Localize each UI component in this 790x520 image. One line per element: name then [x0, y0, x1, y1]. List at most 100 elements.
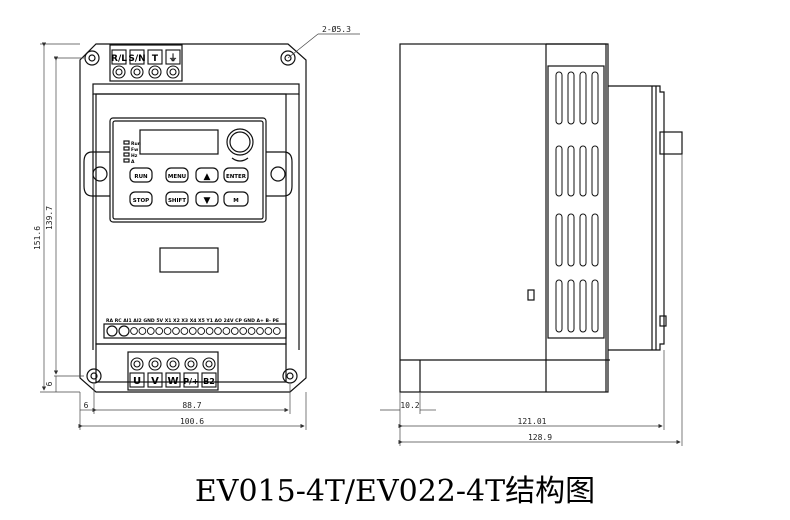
top-terminal-screw: [130, 65, 144, 79]
control-terminal-pin: [247, 327, 256, 335]
control-terminal-strip: [103, 323, 287, 339]
bottom-terminal-label: W: [167, 376, 178, 387]
keypad-ear-left: [83, 151, 110, 197]
top-terminal-label: ⏚: [168, 53, 177, 64]
control-terminal-pin: [197, 327, 206, 335]
mount-hole-bottom-right: [282, 368, 298, 384]
led-display: [139, 129, 219, 155]
up-key-label: ▲: [204, 172, 211, 182]
control-terminal-pin: [138, 327, 147, 335]
vent-slot: [579, 213, 587, 267]
front-view: [79, 43, 307, 393]
mount-hole-top-left: [84, 50, 100, 66]
m-key-label: M: [233, 198, 238, 204]
up-key: [195, 167, 219, 183]
dim-side-depth-b: 128.9: [528, 433, 552, 442]
vent-slot: [591, 71, 599, 125]
control-terminal-labels: RA RC AI1 AI2 GND 5V X1 X2 X3 X4 X5 Y1 A…: [106, 318, 279, 324]
vent-slot: [579, 71, 587, 125]
shift-key: [165, 191, 189, 207]
side-body-outline: [399, 43, 609, 393]
bottom-terminal-label: B2: [203, 377, 215, 386]
fan-boss: [659, 131, 683, 155]
menu-key-label: MENU: [168, 174, 186, 180]
vent-slot: [555, 71, 563, 125]
control-terminal-pin: [163, 327, 172, 335]
led-label: Fw: [131, 147, 138, 153]
top-terminal-screw: [166, 65, 180, 79]
bottom-terminal-screw: [202, 357, 216, 371]
lower-cover: [95, 343, 287, 383]
bottom-terminal-screw: [130, 357, 144, 371]
dim-front-bottom-offset: 6: [45, 381, 54, 386]
down-key-label: ▼: [204, 196, 211, 206]
bottom-terminal-label: U: [133, 376, 141, 387]
top-terminal-label: R/L: [111, 54, 127, 64]
vent-area: [547, 65, 605, 339]
vent-slot: [591, 145, 599, 197]
bottom-terminal-label: V: [151, 376, 159, 387]
bottom-terminal-screw: [148, 357, 162, 371]
dim-side-depth-a: 121.01: [518, 417, 547, 426]
dim-front-mount-width: 88.7: [182, 401, 201, 410]
run-key-label: RUN: [134, 174, 148, 180]
vent-slot: [555, 279, 563, 333]
heatsink-profile: [608, 85, 665, 351]
mount-hole-bottom-left: [86, 368, 102, 384]
menu-key: [165, 167, 189, 183]
control-terminal-pins: [130, 327, 281, 335]
control-terminal-pin: [222, 327, 231, 335]
control-terminal-pin: [256, 327, 264, 335]
mount-hole-top-right: [280, 50, 296, 66]
potentiometer-knob: [226, 128, 254, 156]
dim-front-mount-height: 139.7: [45, 206, 54, 230]
stop-key: [129, 191, 153, 207]
bottom-terminal-screw: [166, 357, 180, 371]
control-terminal-pin: [239, 327, 248, 335]
top-terminal-block: [109, 44, 183, 82]
enter-key-label: ENTER: [226, 174, 247, 180]
bottom-terminal-block: [127, 351, 219, 391]
vent-slot: [591, 213, 599, 267]
m-key: [223, 191, 249, 207]
keypad-ear-right: [266, 151, 293, 197]
drawing-caption: EV015-4T/EV022-4T结构图: [194, 474, 596, 509]
dim-front-width: 100.6: [180, 417, 204, 426]
vent-slot: [579, 279, 587, 333]
control-terminal-pin: [180, 327, 189, 335]
keypad-panel: [109, 117, 267, 223]
vent-slot: [555, 145, 563, 197]
led-label: Run: [131, 141, 141, 147]
control-terminal-pin: [230, 327, 239, 335]
vent-slot: [567, 213, 575, 267]
stop-key-label: STOP: [133, 198, 149, 204]
vent-slot: [567, 145, 575, 197]
led-label: A: [131, 159, 135, 165]
dim-front-height: 151.6: [33, 226, 42, 250]
down-key: [195, 191, 219, 207]
top-terminal-screw: [148, 65, 162, 79]
led-label: Hz: [131, 153, 138, 159]
enter-key: [223, 167, 249, 183]
control-terminal-pin: [146, 327, 155, 335]
dim-side-offset: 10.2: [400, 401, 419, 410]
control-terminal-pin: [172, 327, 180, 335]
bottom-terminal-screws: [129, 357, 217, 388]
control-terminal-pin: [205, 327, 214, 335]
control-terminal-pin: [264, 327, 273, 335]
vent-slot: [567, 279, 575, 333]
bottom-terminal-label: P/+: [183, 377, 199, 386]
dimension-lines: [40, 33, 683, 446]
nameplate-window: [159, 247, 219, 273]
control-terminal-pin: [214, 327, 222, 335]
run-key: [129, 167, 153, 183]
vent-slots: [555, 71, 599, 333]
top-terminal-screw: [112, 65, 126, 79]
vent-slot: [579, 145, 587, 197]
dim-front-left-offset: 6: [84, 401, 89, 410]
